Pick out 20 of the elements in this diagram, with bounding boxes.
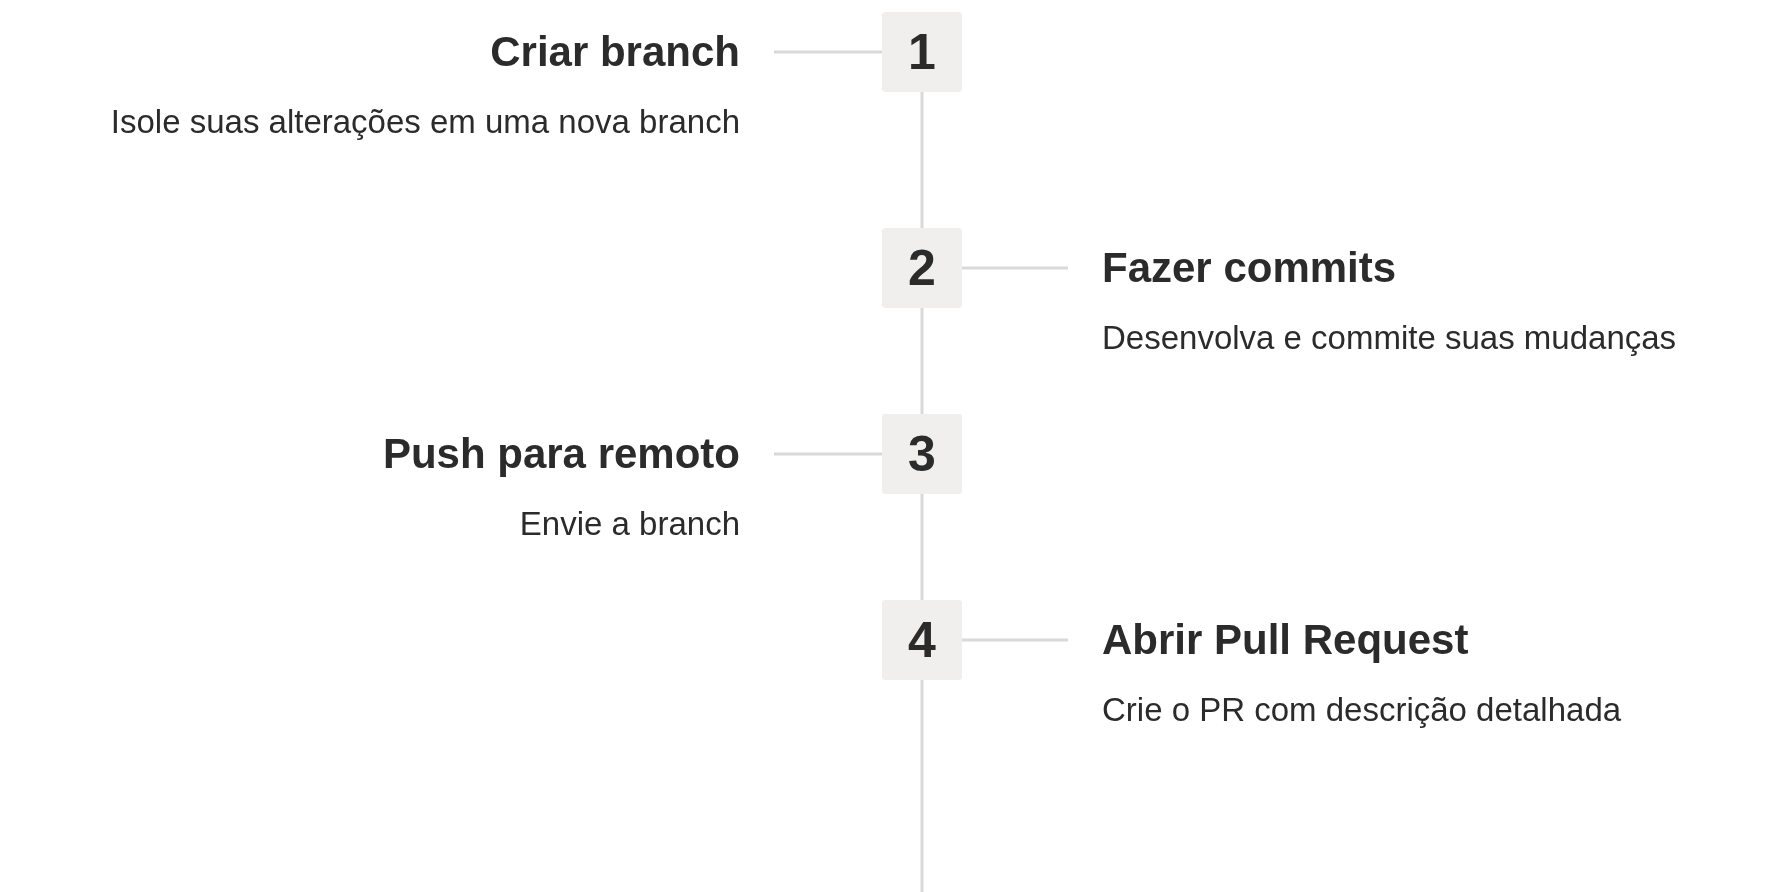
step-title: Fazer commits (1102, 243, 1398, 293)
step-title: Criar branch (489, 27, 740, 77)
connector-line (920, 92, 924, 228)
connector-line (962, 638, 1068, 642)
connector-line (920, 680, 924, 892)
step-title: Abrir Pull Request (1102, 615, 1470, 665)
step-number: 4 (882, 600, 962, 680)
step-number: 2 (882, 228, 962, 308)
connector-line (774, 50, 882, 54)
step-description: Envie a branch (518, 504, 740, 544)
step-description: Isole suas alterações em uma nova branch (109, 102, 740, 142)
step-description: Crie o PR com descrição detalhada (1102, 690, 1623, 730)
connector-line (962, 266, 1068, 270)
connector-line (920, 308, 924, 414)
connector-line (774, 452, 882, 456)
step-description: Desenvolva e commite suas mudanças (1102, 318, 1678, 358)
connector-line (920, 494, 924, 600)
step-number: 1 (882, 12, 962, 92)
step-title: Push para remoto (381, 429, 740, 479)
step-number: 3 (882, 414, 962, 494)
